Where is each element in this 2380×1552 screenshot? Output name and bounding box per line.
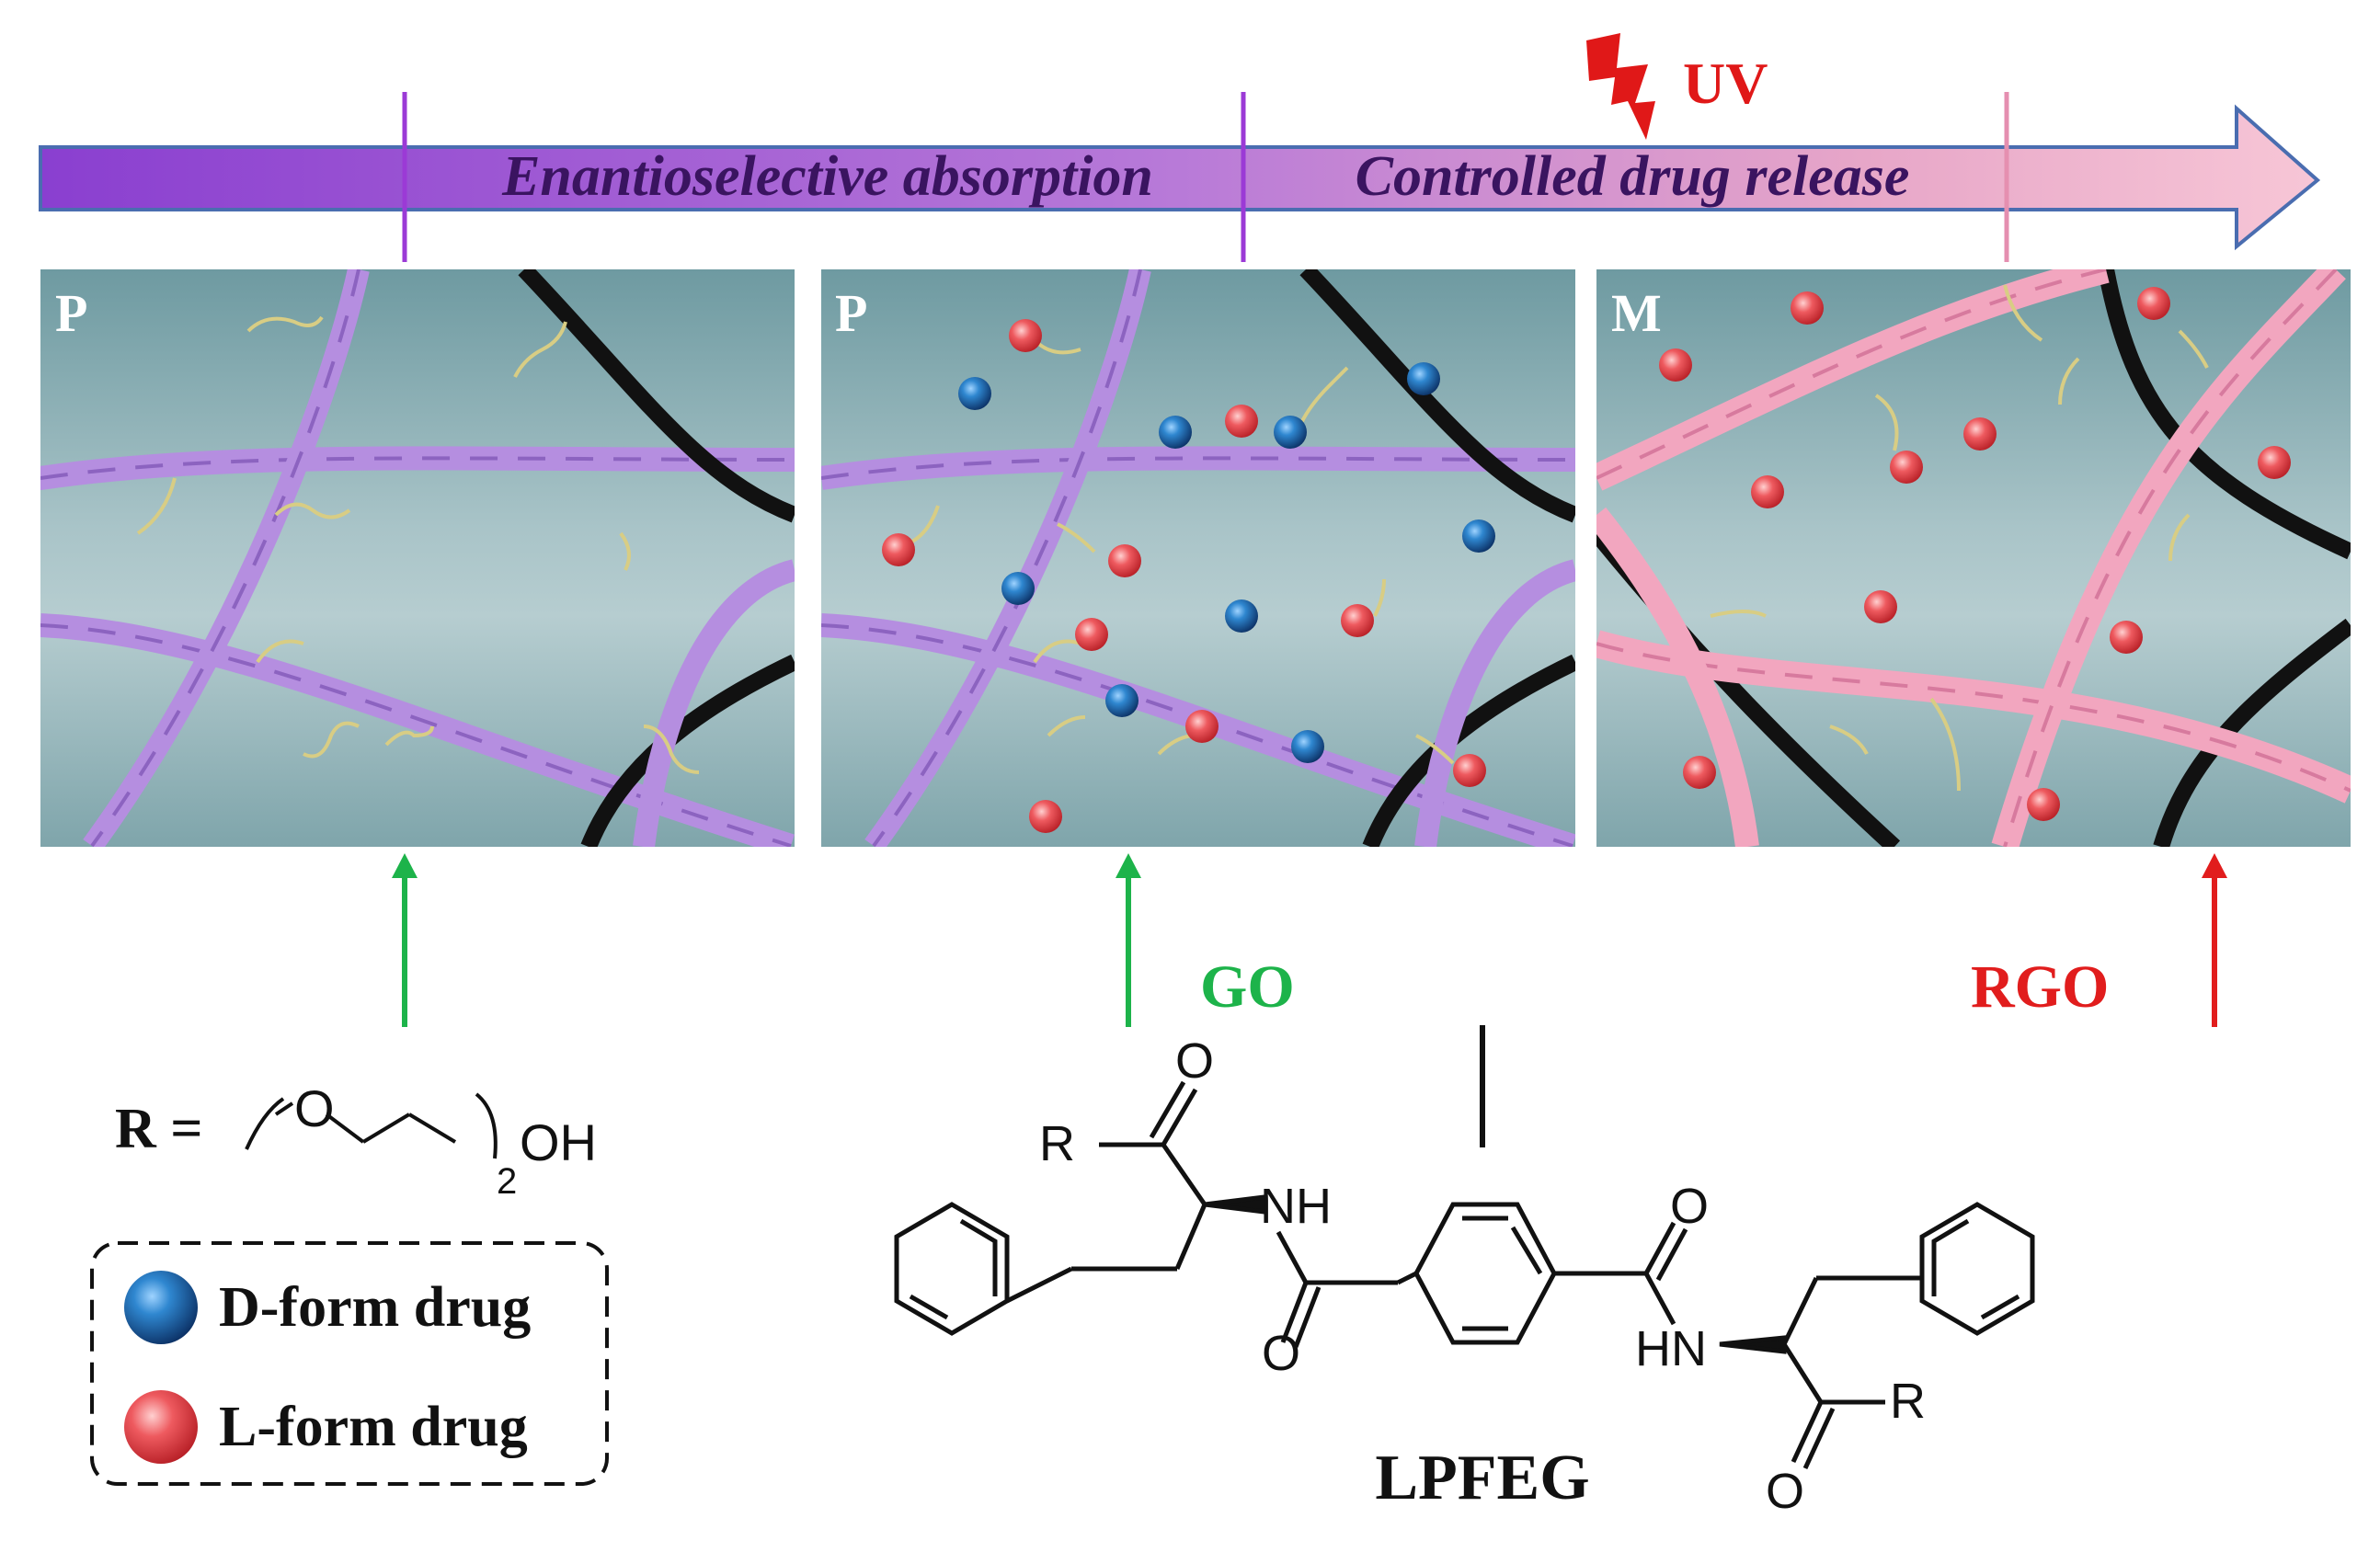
legend-l-label: L-form drug <box>219 1396 528 1458</box>
atom-oxygen: O <box>1766 1464 1804 1519</box>
d-form-drug <box>1462 519 1495 553</box>
l-form-drug-swatch <box>124 1390 198 1464</box>
peg-subscript: 2 <box>497 1161 517 1202</box>
left-phenyl-ring <box>894 1202 1010 1336</box>
panel-3-tag: M <box>1611 283 1662 343</box>
l-form-drug <box>1009 319 1042 352</box>
legend-box <box>90 1241 609 1486</box>
drug-molecules-released <box>1659 287 2291 821</box>
go-label: GO <box>1200 953 1295 1021</box>
l-form-drug <box>1029 800 1062 833</box>
legend: D-form drug L-form drug <box>90 1241 609 1486</box>
l-form-drug <box>2027 788 2060 821</box>
d-form-drug <box>1407 362 1440 395</box>
panel-3: M <box>1596 269 2351 847</box>
fiber <box>633 559 795 847</box>
atom-hn: HN <box>1635 1321 1707 1376</box>
l-form-drug <box>1864 590 1897 623</box>
gel-formation-arrows: GO RGO <box>392 853 2227 1147</box>
timeline-arrow-body <box>39 104 2321 251</box>
atom-r: R <box>1039 1116 1075 1171</box>
fiber-twist <box>1596 269 2107 480</box>
l-form-drug <box>1659 348 1692 382</box>
fiber-twist <box>2003 269 2338 847</box>
d-form-drug <box>1225 599 1258 633</box>
panel-2-tag: P <box>835 283 867 343</box>
l-form-drug <box>1453 754 1486 787</box>
wedge-bond <box>1204 1194 1267 1215</box>
d-form-drug <box>1105 684 1139 717</box>
arrowhead-up <box>2202 853 2227 878</box>
rgo-label: RGO <box>1971 953 2109 1021</box>
l-form-drug <box>1341 604 1374 637</box>
atom-oxygen: O <box>1175 1033 1214 1089</box>
stage-label-absorption: Enantioselective absorption <box>501 145 1153 208</box>
panel-1-tag: P <box>55 283 87 343</box>
central-phenyl-ring <box>1413 1202 1557 1345</box>
d-form-drug <box>1291 730 1324 763</box>
lightning-bolt-icon <box>1586 33 1655 140</box>
l-form-drug <box>2110 621 2143 654</box>
fiber <box>40 446 795 490</box>
wedge-bond <box>1719 1335 1787 1354</box>
drug-molecules <box>882 319 1495 833</box>
l-form-drug <box>1890 451 1923 484</box>
l-form-drug <box>1185 710 1219 743</box>
l-form-drug <box>1683 756 1716 789</box>
panel-1: P <box>40 269 795 847</box>
compound-name: LPFEG <box>1375 1443 1589 1513</box>
atom-oxygen: O <box>1262 1326 1300 1381</box>
d-form-drug <box>1274 416 1307 449</box>
fiber <box>1596 507 1759 847</box>
l-form-drug <box>2258 446 2291 479</box>
d-form-drug <box>958 377 991 410</box>
fiber-twist <box>90 269 360 847</box>
lpfeg-structure <box>894 1080 2035 1470</box>
black-fiber <box>518 269 795 523</box>
fiber-twist <box>872 269 1142 847</box>
d-form-drug-swatch <box>124 1271 198 1344</box>
atom-r: R <box>1890 1374 1926 1429</box>
d-form-drug <box>1159 416 1192 449</box>
l-form-drug <box>1791 291 1824 325</box>
l-form-drug <box>1963 417 1997 451</box>
atom-oxygen: O <box>1670 1179 1709 1234</box>
fiber <box>1414 559 1575 847</box>
r-equals-label: R = <box>115 1098 203 1160</box>
arrowhead-up <box>392 853 418 878</box>
fiber-twist <box>1596 642 2351 793</box>
l-form-drug <box>1075 618 1108 651</box>
peg-oxygen: O <box>294 1079 335 1137</box>
uv-label: UV <box>1683 51 1768 116</box>
legend-d-label: D-form drug <box>219 1276 531 1339</box>
timeline-arrow: Enantioselective absorption Controlled d… <box>39 33 2321 262</box>
l-form-drug <box>1225 405 1258 438</box>
l-form-drug <box>1108 544 1141 577</box>
black-fiber <box>1299 269 1575 523</box>
pendant-chains <box>136 315 700 774</box>
peg-chain-bonds <box>245 1092 498 1159</box>
black-fiber <box>2153 618 2351 847</box>
r-group-definition: R = O 2 OH <box>115 1079 597 1202</box>
peg-hydroxyl: OH <box>520 1113 597 1171</box>
pendant-chains <box>1710 284 2209 792</box>
l-form-drug <box>1751 475 1784 508</box>
panel-2: P <box>821 269 1575 847</box>
right-phenyl-ring <box>1919 1202 2035 1336</box>
fiber <box>821 446 1575 490</box>
l-form-drug <box>2137 287 2170 320</box>
lpfeg-atom-labels: O R NH O O HN R O LPFEG <box>1039 1033 1926 1519</box>
l-form-drug <box>882 533 915 566</box>
d-form-drug <box>1001 572 1035 605</box>
atom-nh: NH <box>1260 1179 1332 1234</box>
stage-label-release: Controlled drug release <box>1356 145 1910 208</box>
arrowhead-up <box>1116 853 1141 878</box>
